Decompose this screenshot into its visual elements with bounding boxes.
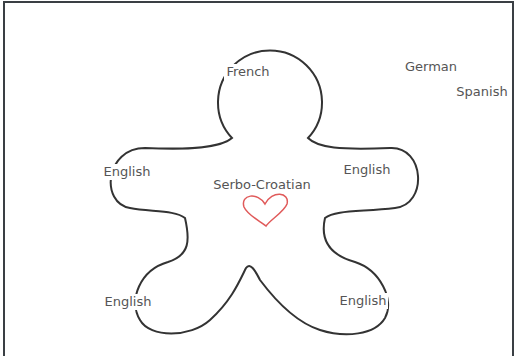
frame-border — [4, 2, 513, 356]
language-label: English — [103, 294, 154, 310]
language-label: English — [338, 293, 389, 309]
heart-symbol — [243, 194, 287, 226]
gingerbread-outline — [111, 51, 418, 335]
language-label: English — [102, 164, 153, 180]
language-label: German — [403, 59, 459, 75]
language-label: Spanish — [454, 84, 509, 100]
language-label: French — [224, 64, 271, 80]
language-label: Serbo-Croatian — [211, 177, 313, 193]
language-label: English — [342, 162, 393, 178]
